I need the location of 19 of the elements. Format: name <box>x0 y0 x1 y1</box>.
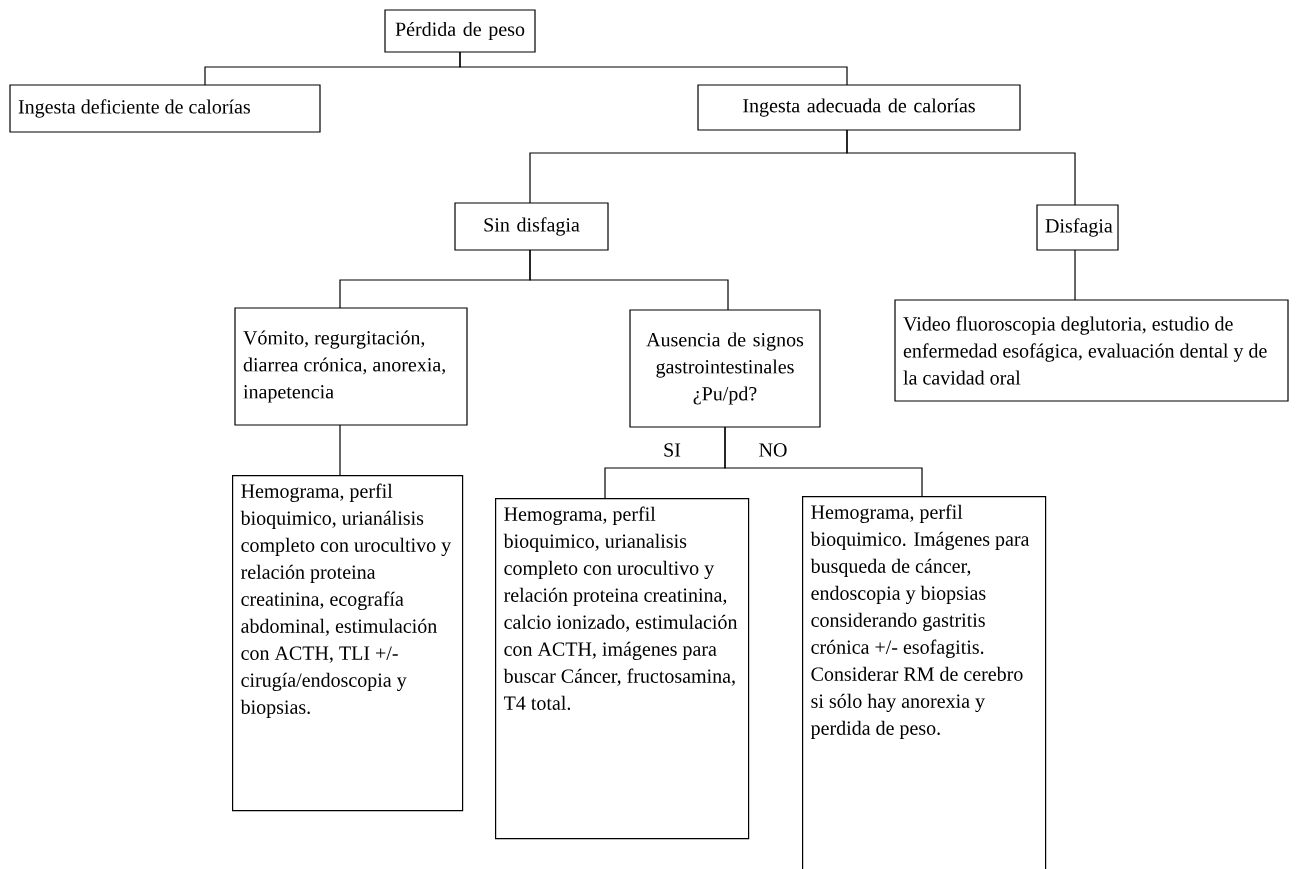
connector-line <box>339 424 341 476</box>
process-box: Vómito, regurgitación, diarrea crónica, anorexia, inapetencia <box>234 307 468 426</box>
process-box: Disfagia <box>1036 204 1119 251</box>
edge-label: NO <box>756 441 790 459</box>
process-box: Pérdida de peso <box>384 9 536 53</box>
edge-label: SI <box>661 441 683 459</box>
process-box: Ausencia de signos gastrointestinales ¿Pu/pd? <box>629 309 821 428</box>
connector-line <box>459 51 848 86</box>
process-box: Video fluoroscopia deglutoria, estudio de enfermedad esofágica, evaluación dental y de la cavidad oral <box>894 299 1289 402</box>
process-box: Ingesta adecuada de calorías <box>697 84 1021 131</box>
process-box: Hemograma, perfil bioquimico, urianálisis completo con urocultivo y relación proteina creatinina, ecografía abdominal, estimulación con ACTH, TLI +/- cirugía/endoscopia y biopsias. <box>232 475 464 812</box>
connector-line <box>529 249 729 311</box>
process-box: Hemograma, perfil bioquimico. Imágenes para busqueda de cáncer, endoscopia y biopsias considerando gastritis crónica +/- esofagitis. Considerar RM de cerebro si sólo hay anorexia y perdida de peso. <box>802 496 1047 869</box>
connector-line <box>846 129 1076 206</box>
connector-line <box>724 426 923 497</box>
process-box: Sin disfagia <box>454 202 609 251</box>
process-box: Hemograma, perfil bioquimico, urianalisis completo con urocultivo y relación proteina creatinina, calcio ionizado, estimulación con ACTH, imágenes para buscar Cáncer, fructosamina, T4 total. <box>495 498 750 840</box>
connector-line <box>1074 249 1076 301</box>
process-box: Ingesta deficiente de calorías <box>9 84 321 133</box>
